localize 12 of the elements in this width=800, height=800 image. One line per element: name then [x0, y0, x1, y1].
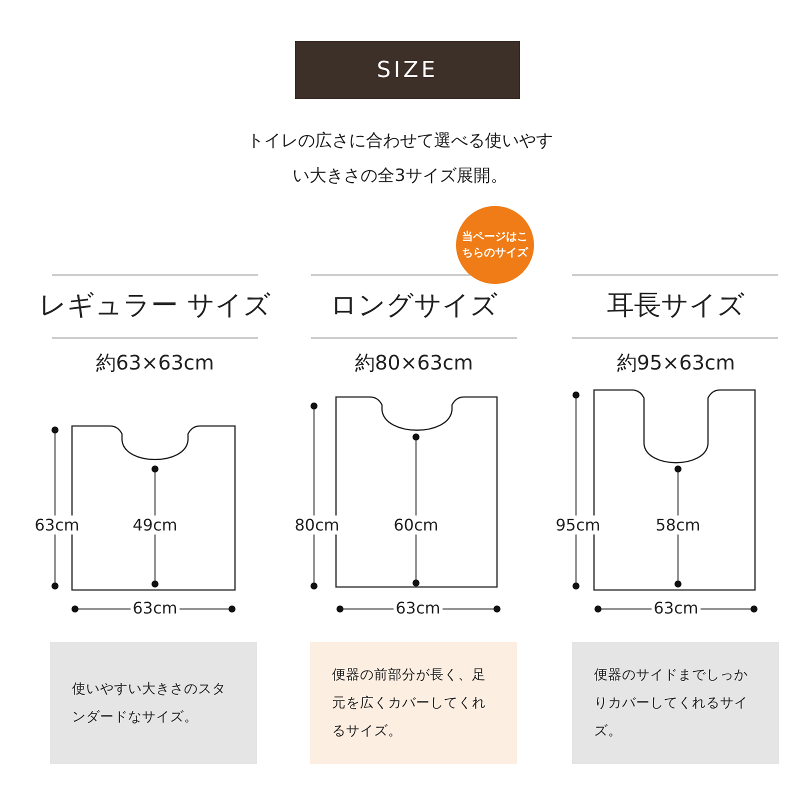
size-heading: レギュラー サイズ — [39, 289, 271, 323]
description-panel: 便器のサイドまでしっかりカバーしてくれるサイズ。 — [572, 642, 779, 764]
intro-text: トイレの広さに合わせて選べる使いやすい大きさの全3サイズ展開。 — [246, 130, 554, 188]
size-dimensions: 約95×63cm — [616, 350, 736, 376]
title-banner: SIZE — [295, 41, 520, 99]
description-panel: 便器の前部分が長く、足元を広くカバーしてくれるサイズ。 — [310, 642, 517, 764]
size-dimensions: 約80×63cm — [354, 350, 474, 376]
description-panel: 使いやすい大きさのスタンダードなサイズ。 — [50, 642, 257, 764]
size-dimensions: 約63×63cm — [96, 350, 214, 376]
page-size-badge: 当ページはこちらのサイズ — [456, 206, 534, 284]
size-heading: 耳長サイズ — [607, 289, 745, 323]
size-heading: ロングサイズ — [330, 289, 498, 323]
